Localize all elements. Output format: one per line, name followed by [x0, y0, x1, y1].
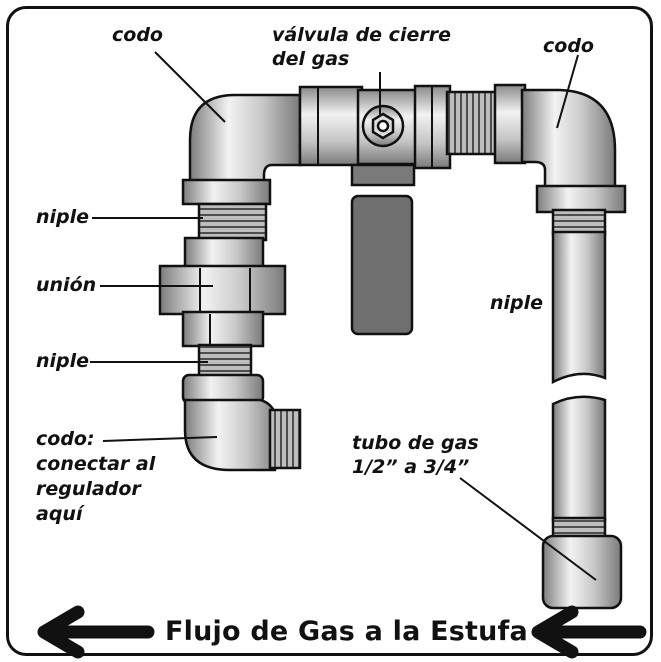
label-nipple-lower: niple	[36, 350, 90, 372]
label-elbow-bottom-line4: aquí	[36, 503, 83, 525]
label-shutoff-valve-line2: del gas	[272, 48, 350, 70]
nipple-upper	[197, 202, 268, 242]
union	[158, 236, 287, 348]
thread-top	[445, 90, 501, 156]
thread-right-upper	[551, 208, 607, 236]
nipple-right	[551, 230, 607, 385]
elbow-top-right	[493, 83, 627, 214]
leader-gas-pipe	[459, 477, 597, 581]
leader-elbow-top-right	[556, 54, 579, 129]
flow-arrow-left	[37, 605, 155, 659]
leader-elbow-bottom	[102, 436, 218, 442]
label-elbow-bottom-line3: regulador	[36, 478, 141, 500]
label-elbow-bottom-line2: conectar al	[36, 453, 156, 475]
label-elbow-bottom-line1: codo:	[36, 428, 95, 450]
elbow-top-left	[181, 93, 302, 206]
label-gas-pipe-line2: 1/2” a 3/4”	[352, 456, 470, 478]
label-shutoff-valve-line1: válvula de cierre	[272, 24, 451, 46]
label-nipple-upper: niple	[36, 206, 90, 228]
elbow-bottom	[181, 373, 302, 472]
label-nipple-right: niple	[490, 292, 544, 314]
coupling-left-valve	[298, 85, 364, 167]
label-gas-pipe-line1: tubo de gas	[352, 432, 479, 454]
flow-direction-caption: Flujo de Gas a la Estufa	[165, 616, 528, 647]
label-elbow-top-right: codo	[543, 35, 594, 57]
gas-pipe	[541, 395, 623, 610]
shutoff-valve	[350, 84, 452, 336]
leader-elbow-top-left	[154, 51, 226, 123]
label-elbow-top-left: codo	[112, 24, 163, 46]
label-union: unión	[36, 274, 97, 296]
flow-arrow-right	[531, 605, 647, 659]
